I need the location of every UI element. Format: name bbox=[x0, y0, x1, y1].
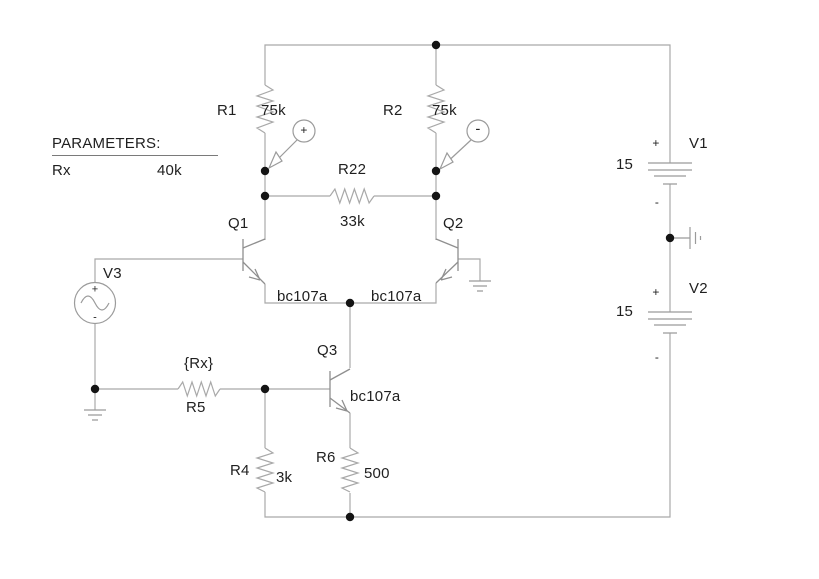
parameters-title[interactable]: PARAMETERS: bbox=[52, 136, 218, 156]
r2-ref-label[interactable]: R2 bbox=[383, 102, 403, 119]
junction-dot bbox=[345, 298, 355, 308]
v1-plus-label: + bbox=[652, 136, 660, 150]
r4-value-label[interactable]: 3k bbox=[276, 469, 293, 486]
source-v3-symbol[interactable] bbox=[73, 281, 117, 325]
ground-v3-icon[interactable] bbox=[84, 409, 106, 421]
junction-dot bbox=[260, 166, 270, 176]
q3-ref-label[interactable]: Q3 bbox=[317, 342, 338, 359]
wire bbox=[94, 258, 243, 283]
r5-value-label[interactable]: {Rx} bbox=[184, 355, 214, 372]
v1-minus-label: - bbox=[654, 195, 660, 209]
junction-dot bbox=[260, 191, 270, 201]
junction-dot bbox=[431, 40, 441, 50]
probe-minus-sign: - bbox=[475, 120, 481, 138]
transistor-q2-symbol[interactable] bbox=[435, 238, 459, 284]
v3-plus-label: + bbox=[91, 283, 99, 296]
r4-ref-label[interactable]: R4 bbox=[230, 462, 250, 479]
q2-model-label[interactable]: bc107a bbox=[371, 288, 422, 305]
resistor-r1-symbol[interactable] bbox=[254, 84, 276, 134]
r2-value-label[interactable]: 75k bbox=[432, 102, 457, 119]
junction-dot bbox=[345, 512, 355, 522]
r22-ref-label[interactable]: R22 bbox=[338, 161, 367, 178]
junction-dot bbox=[431, 191, 441, 201]
junction-dot bbox=[260, 384, 270, 394]
probe-plus-sign: + bbox=[300, 123, 308, 137]
transistor-q1-symbol[interactable] bbox=[242, 238, 266, 285]
wire bbox=[458, 258, 481, 281]
wire bbox=[264, 44, 671, 163]
transistor-q3-symbol[interactable] bbox=[329, 368, 351, 414]
voltage-probe-plus-icon[interactable] bbox=[267, 119, 316, 170]
r1-ref-label[interactable]: R1 bbox=[217, 102, 237, 119]
r6-value-label[interactable]: 500 bbox=[364, 465, 390, 482]
resistor-r6-symbol[interactable] bbox=[339, 447, 361, 493]
resistor-r5-symbol[interactable] bbox=[177, 380, 221, 398]
resistor-r22-symbol[interactable] bbox=[329, 187, 375, 205]
emitter-arrow-icon bbox=[335, 399, 348, 412]
junction-dot bbox=[665, 233, 675, 243]
junction-dot bbox=[431, 166, 441, 176]
junction-dots bbox=[90, 40, 675, 522]
v1-value-label[interactable]: 15 bbox=[616, 156, 634, 173]
r5-ref-label[interactable]: R5 bbox=[186, 399, 206, 416]
wire bbox=[264, 333, 671, 518]
r6-ref-label[interactable]: R6 bbox=[316, 449, 336, 466]
v3-minus-label: - bbox=[93, 311, 97, 324]
r22-value-label[interactable]: 33k bbox=[340, 213, 365, 230]
v2-minus-label: - bbox=[654, 350, 660, 364]
resistor-r2-symbol[interactable] bbox=[425, 84, 447, 134]
junction-dot bbox=[90, 384, 100, 394]
voltage-probe-minus-icon[interactable] bbox=[438, 119, 490, 171]
q1-ref-label[interactable]: Q1 bbox=[228, 215, 249, 232]
battery-v1-symbol[interactable] bbox=[648, 162, 692, 185]
v2-ref-label[interactable]: V2 bbox=[689, 280, 708, 297]
wires bbox=[94, 44, 671, 518]
q2-ref-label[interactable]: Q2 bbox=[443, 215, 464, 232]
v2-value-label[interactable]: 15 bbox=[616, 303, 634, 320]
battery-v2-symbol[interactable] bbox=[648, 311, 692, 334]
parameter-rx-value[interactable]: 40k bbox=[157, 162, 182, 179]
v2-plus-label: + bbox=[652, 285, 660, 299]
emitter-arrow-icon bbox=[248, 268, 261, 281]
sine-wave-icon bbox=[80, 295, 110, 311]
ground-supply-icon[interactable] bbox=[670, 227, 702, 249]
emitter-arrow-icon bbox=[440, 268, 453, 281]
v1-ref-label[interactable]: V1 bbox=[689, 135, 708, 152]
q3-model-label[interactable]: bc107a bbox=[350, 388, 401, 405]
resistor-r4-symbol[interactable] bbox=[254, 447, 276, 493]
q1-model-label[interactable]: bc107a bbox=[277, 288, 328, 305]
ground-q2-icon[interactable] bbox=[469, 280, 491, 292]
r1-value-label[interactable]: 75k bbox=[261, 102, 286, 119]
parameter-rx-name[interactable]: Rx bbox=[52, 162, 71, 179]
v3-ref-label[interactable]: V3 bbox=[103, 265, 122, 282]
